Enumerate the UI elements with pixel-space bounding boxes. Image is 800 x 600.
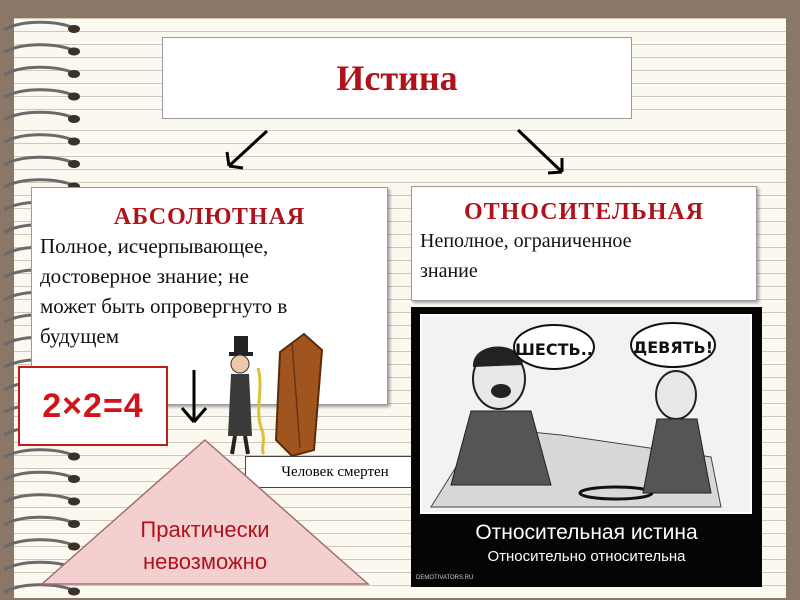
mortal-caption-box: Человек смертен	[245, 456, 425, 488]
spiral-ring	[3, 155, 75, 167]
ring-hole	[68, 587, 80, 596]
cartoon-credit: DEMOTIVATORS.RU	[416, 575, 474, 581]
arrow-left-icon	[225, 129, 269, 170]
absolute-line-4: будущем	[40, 324, 120, 348]
cartoon-subtitle: Относительно относительна	[487, 548, 686, 565]
ring-hole	[68, 475, 80, 483]
ring-hole	[68, 542, 80, 551]
ring-hole	[68, 92, 80, 101]
ring-hole	[68, 115, 80, 123]
absolute-heading: АБСОЛЮТНАЯ	[113, 204, 306, 230]
arrow-down-icon	[180, 370, 208, 423]
formula-box: 2×2=4	[18, 366, 168, 446]
absolute-line-2: достоверное знание; не	[40, 264, 249, 288]
arrow-right-icon	[516, 128, 564, 175]
spiral-ring	[3, 493, 75, 504]
triangle-shape	[40, 438, 370, 585]
spiral-ring	[3, 110, 75, 122]
spiral-ring	[3, 515, 75, 527]
relative-truth-box: ОТНОСИТЕЛЬНАЯ Неполное, ограниченное зна…	[411, 186, 757, 301]
relative-heading: ОТНОСИТЕЛЬНАЯ	[463, 199, 705, 225]
spiral-ring	[3, 448, 75, 459]
triangle-line-1: Практически	[140, 517, 270, 542]
undertaker-coffin-illustration	[228, 332, 324, 458]
ring-hole	[68, 160, 80, 168]
ring-hole	[68, 497, 80, 506]
spiral-ring	[3, 583, 75, 594]
ring-hole	[68, 520, 80, 528]
bubble-left-text: ШЕСТЬ..	[515, 340, 593, 359]
absolute-line-3: может быть опровергнуто в	[40, 294, 288, 318]
truth-title: Истина	[336, 58, 458, 98]
spiral-ring	[3, 538, 75, 549]
mortal-caption: Человек смертен	[281, 463, 389, 480]
bubble-right-text: ДЕВЯТЬ!	[633, 338, 713, 357]
truth-title-box: Истина	[162, 37, 632, 119]
spiral-ring	[3, 470, 75, 482]
cartoon-illustration: ШЕСТЬ.. ДЕВЯТЬ!	[420, 314, 752, 514]
cartoon-title: Относительная истина	[475, 521, 698, 544]
relative-line-1: Неполное, ограниченное	[420, 230, 632, 252]
ring-hole	[68, 137, 80, 146]
ring-hole	[68, 47, 80, 56]
relative-line-2: знание	[420, 260, 478, 282]
triangle-line-2: невозможно	[142, 549, 268, 574]
spiral-ring	[3, 133, 75, 144]
triangle-caption: Практически невозможно	[95, 514, 315, 578]
ring-hole	[68, 70, 80, 78]
spiral-ring	[3, 65, 75, 77]
spiral-ring	[3, 88, 75, 99]
ring-hole	[68, 25, 80, 33]
spiral-ring	[3, 43, 75, 54]
ring-hole	[68, 452, 80, 461]
spiral-ring	[3, 178, 75, 189]
formula-text: 2×2=4	[42, 386, 144, 425]
absolute-line-1: Полное, исчерпывающее,	[40, 234, 269, 258]
spiral-ring	[3, 20, 75, 32]
demotivator-cartoon: ШЕСТЬ.. ДЕВЯТЬ! Относительная истина Отн…	[411, 307, 762, 587]
